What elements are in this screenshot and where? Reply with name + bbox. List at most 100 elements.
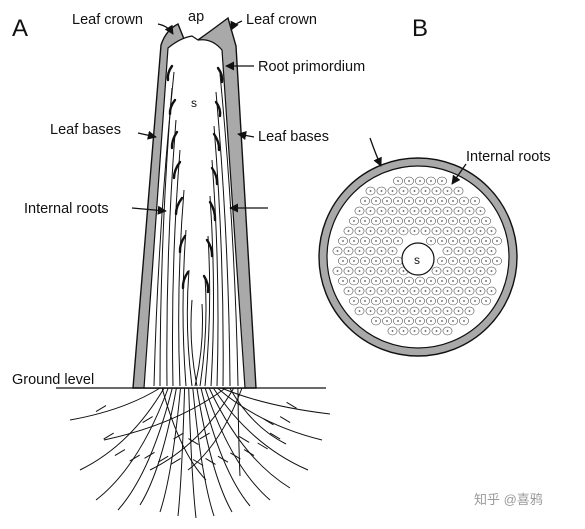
root-cell-center <box>424 310 427 312</box>
root-cell-center <box>441 260 443 262</box>
root-cell-center <box>397 320 399 322</box>
root-cell-center <box>452 220 454 222</box>
root-cell <box>464 246 475 256</box>
root-cell <box>437 176 447 186</box>
root-cell <box>415 176 425 186</box>
root-cell <box>437 296 447 306</box>
root-cell-center <box>386 280 388 282</box>
internal-root-line <box>171 149 181 387</box>
root-cell <box>431 186 442 196</box>
root-cell <box>371 216 381 226</box>
root-cell-center <box>380 190 383 192</box>
root-cell-center <box>490 250 493 252</box>
root-cell-center <box>364 300 366 302</box>
root-cell <box>464 286 475 296</box>
root-cell <box>343 246 354 256</box>
root-cell-center <box>402 270 405 272</box>
root-cell <box>376 226 387 236</box>
root-cell <box>393 296 403 306</box>
root-cell-center <box>391 210 394 212</box>
root-cell <box>459 236 469 246</box>
root-cell-center <box>452 200 454 202</box>
root-cell-center <box>342 260 344 262</box>
root-cell-center <box>380 270 383 272</box>
root-cell-center <box>446 210 449 212</box>
internal-root-line <box>209 195 215 387</box>
root-cell <box>459 196 469 206</box>
external-root-line <box>95 387 169 501</box>
panel-b-letter: B <box>412 15 428 42</box>
root-cell-center <box>485 280 487 282</box>
arrow-sheath-b <box>369 137 382 167</box>
root-branch <box>286 401 297 409</box>
root-cell <box>354 286 365 296</box>
root-cell-center <box>408 200 410 202</box>
root-cell-center <box>479 250 482 252</box>
root-cell-center <box>457 250 460 252</box>
root-cell-center <box>457 290 460 292</box>
root-cell <box>420 206 431 216</box>
root-cell-center <box>485 300 487 302</box>
root-cell-center <box>463 220 465 222</box>
root-primordium-mark <box>174 196 184 216</box>
root-cell-center <box>424 190 427 192</box>
root-cell <box>360 216 370 226</box>
root-cell <box>481 276 491 286</box>
root-cell <box>382 316 392 326</box>
root-cell <box>382 276 392 286</box>
root-cell <box>409 306 420 316</box>
root-cell <box>453 246 464 256</box>
root-cell <box>481 256 491 266</box>
root-branch <box>95 405 107 413</box>
root-cell-center <box>342 280 344 282</box>
root-cell-center <box>342 240 344 242</box>
root-cell-center <box>463 320 465 322</box>
label-leaf-bases-left: Leaf bases <box>50 122 121 138</box>
root-cell-center <box>413 330 416 332</box>
root-cell <box>387 326 398 336</box>
root-cell-center <box>485 260 487 262</box>
root-cell-center <box>380 210 383 212</box>
root-cell-center <box>391 190 394 192</box>
root-cell-center <box>479 210 482 212</box>
root-cell <box>431 206 442 216</box>
root-cell-center <box>364 200 366 202</box>
root-cell <box>426 316 436 326</box>
root-cell-center <box>413 190 416 192</box>
root-cell-center <box>474 200 476 202</box>
root-cell <box>475 286 486 296</box>
label-s-stem: s <box>191 96 197 110</box>
internal-root-line <box>204 235 211 387</box>
root-cell <box>492 256 502 266</box>
root-cell <box>371 316 381 326</box>
arrow-leaf-crown-left <box>157 23 174 35</box>
label-internal-roots-b: Internal roots <box>466 149 551 165</box>
root-cell <box>393 236 403 246</box>
root-cell-center <box>353 240 355 242</box>
root-cell-center <box>353 220 355 222</box>
root-cell <box>453 186 464 196</box>
root-cell-center <box>408 280 410 282</box>
root-cell-center <box>457 310 460 312</box>
root-cell <box>437 316 447 326</box>
root-cell-center <box>380 310 383 312</box>
root-branch <box>170 457 181 465</box>
root-cell-center <box>358 310 361 312</box>
root-cell-center <box>369 290 372 292</box>
root-cell-center <box>375 260 377 262</box>
root-cell-center <box>391 250 394 252</box>
root-cell-center <box>391 230 394 232</box>
root-cell <box>360 256 370 266</box>
root-cell-center <box>468 250 471 252</box>
root-cell <box>470 216 480 226</box>
root-primordium-mark <box>205 238 214 258</box>
root-cell <box>442 286 453 296</box>
root-cell-center <box>419 180 421 182</box>
root-cell-center <box>364 220 366 222</box>
root-cell-center <box>490 230 493 232</box>
root-branch <box>230 452 241 460</box>
root-cell <box>420 226 431 236</box>
root-primordium-mark <box>216 66 224 84</box>
panel-a: A ap Leaf crown Leaf crown Root primordi… <box>12 9 365 519</box>
